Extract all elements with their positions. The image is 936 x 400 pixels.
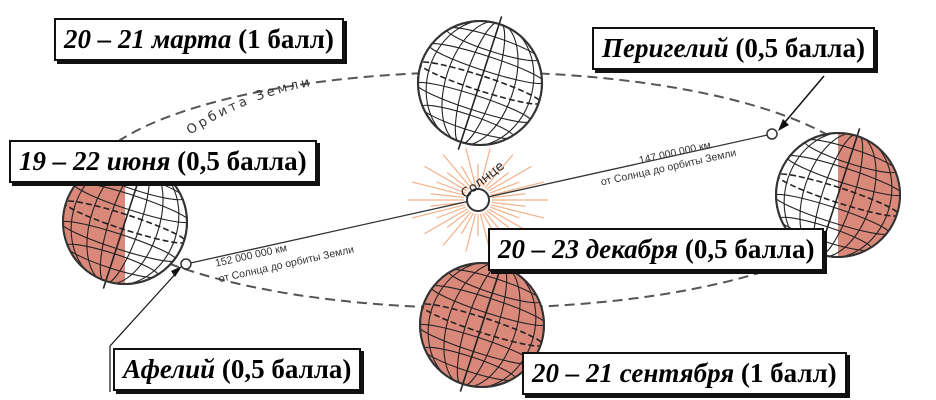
label-december-date: 20 – 23 декабря [498, 234, 679, 264]
earth-march [415, 16, 545, 150]
label-perihelion-points: (0,5 балла) [728, 33, 865, 63]
aphelion-arrow [109, 266, 182, 392]
sun [466, 188, 490, 212]
label-september-points: (1 балл) [734, 358, 837, 388]
label-june-date: 19 – 22 июня [19, 146, 171, 176]
aphelion-point [180, 258, 192, 270]
label-march-points: (1 балл) [231, 24, 334, 54]
label-perihelion-name: Перигелий [602, 33, 729, 63]
label-aphelion: Афелий (0,5 балла) [113, 348, 362, 391]
orbit-label: Орбита Земли [184, 75, 314, 139]
label-perihelion: Перигелий (0,5 балла) [592, 27, 875, 70]
perihelion-arrow [778, 75, 825, 131]
label-december-solstice: 20 – 23 декабря (0,5 балла) [488, 228, 825, 271]
label-december-points: (0,5 балла) [678, 234, 815, 264]
label-june-points: (0,5 балла) [170, 146, 307, 176]
label-march-equinox: 20 – 21 марта (1 балл) [54, 18, 344, 61]
perihelion-point [766, 128, 778, 140]
label-march-date: 20 – 21 марта [64, 24, 232, 54]
label-september-equinox: 20 – 21 сентября (1 балл) [522, 352, 847, 395]
label-aphelion-points: (0,5 балла) [215, 354, 352, 384]
label-june-solstice: 19 – 22 июня (0,5 балла) [9, 140, 317, 183]
label-aphelion-name: Афелий [123, 354, 216, 384]
label-september-date: 20 – 21 сентября [532, 358, 735, 388]
